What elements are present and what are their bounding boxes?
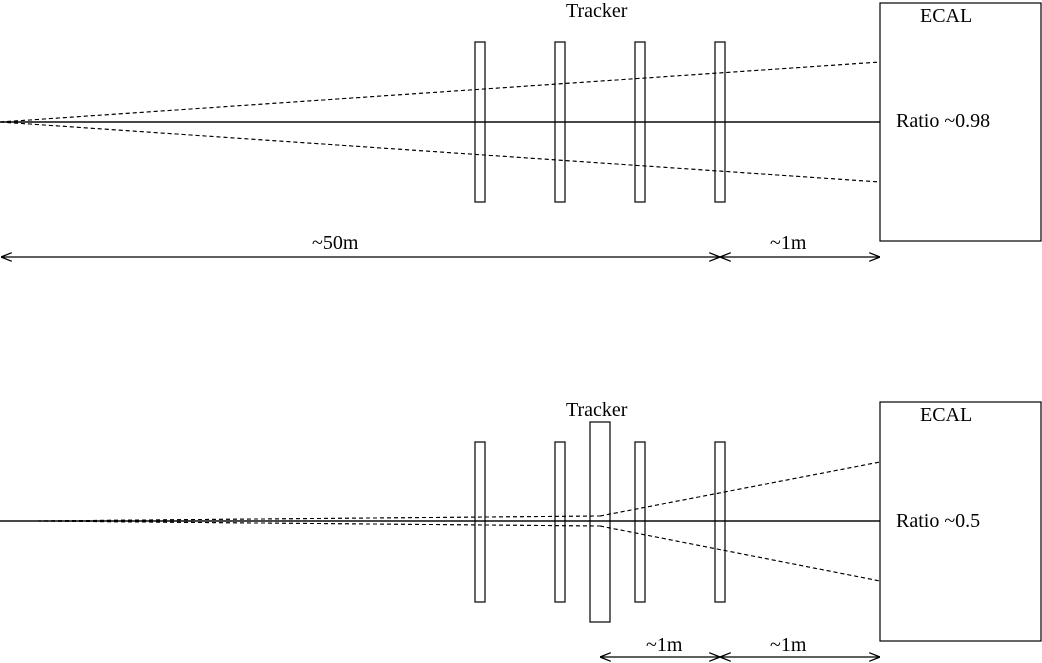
bottom-track-upper-incoming-overlay bbox=[29, 515, 601, 522]
bottom-ecal-box bbox=[879, 401, 1042, 642]
bottom-tracker-plane-3 bbox=[634, 441, 646, 603]
top-ecal-box bbox=[879, 2, 1042, 242]
bottom-ratio-label: Ratio ~0.5 bbox=[896, 510, 980, 532]
bottom-tracker-plane-4 bbox=[714, 441, 726, 603]
bottom-distance-right-label: ~1m bbox=[770, 634, 807, 656]
bottom-tracker-plane-1 bbox=[474, 441, 486, 603]
bottom-panel: Tracker ECAL Ratio ~0.5 ~1m ~1m bbox=[0, 399, 1042, 657]
bottom-ecal-label: ECAL bbox=[920, 404, 972, 426]
bottom-converter-hatched-layer bbox=[589, 421, 611, 623]
top-panel: Tracker ECAL Ratio ~0.98 ~50m ~1m bbox=[0, 0, 1042, 257]
top-track-lower-overlay bbox=[0, 121, 881, 183]
bottom-tracker-label: Tracker bbox=[566, 399, 628, 421]
top-track-upper-overlay bbox=[0, 61, 881, 123]
top-ratio-label: Ratio ~0.98 bbox=[896, 110, 990, 132]
top-distance-right-label: ~1m bbox=[770, 232, 807, 254]
bottom-track-upper-outgoing-overlay bbox=[599, 461, 881, 517]
bottom-track-lower-outgoing-overlay bbox=[599, 525, 881, 582]
top-distance-left-label: ~50m bbox=[312, 232, 359, 254]
bottom-distance-left-label: ~1m bbox=[646, 634, 683, 656]
top-tracker-label: Tracker bbox=[566, 0, 628, 22]
bottom-tracker-plane-2 bbox=[554, 441, 566, 603]
top-ecal-label: ECAL bbox=[920, 5, 972, 27]
bottom-track-lower-incoming-overlay bbox=[29, 520, 601, 527]
